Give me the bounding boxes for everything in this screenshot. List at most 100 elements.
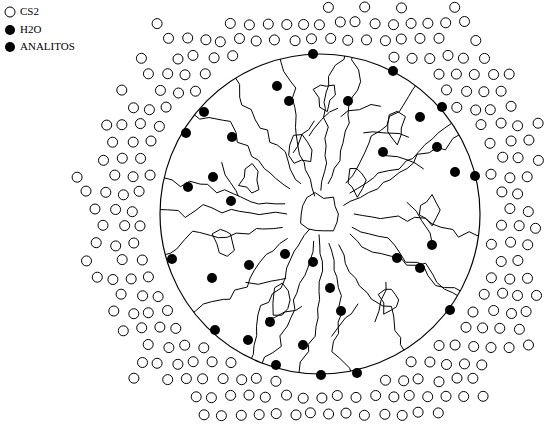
solvent-molecule bbox=[496, 86, 506, 96]
solvent-molecule bbox=[164, 33, 174, 43]
solvent-molecule bbox=[134, 186, 144, 196]
solvent-molecule bbox=[164, 343, 174, 353]
solvent-molecule bbox=[111, 205, 121, 215]
solvent-molecule bbox=[498, 152, 508, 162]
solvent-molecule bbox=[181, 374, 191, 384]
solvent-molecule bbox=[118, 190, 128, 200]
solvent-molecule bbox=[343, 35, 353, 45]
solvent-molecule bbox=[188, 357, 198, 367]
solvent-molecule bbox=[423, 18, 433, 28]
solvent-molecule bbox=[152, 358, 162, 368]
solvent-molecule bbox=[468, 307, 478, 317]
solvent-molecule bbox=[226, 390, 236, 400]
pore-wall bbox=[262, 241, 314, 363]
solvent-molecule bbox=[90, 204, 100, 214]
solvent-molecule bbox=[533, 155, 543, 165]
solvent-molecule bbox=[314, 20, 324, 30]
water-analyte-dot bbox=[378, 147, 388, 157]
legend-symbol-filled bbox=[5, 25, 15, 35]
solvent-molecule bbox=[209, 53, 219, 63]
pore-wall bbox=[299, 234, 323, 372]
solvent-molecule bbox=[513, 189, 523, 199]
water-analyte-dot bbox=[272, 81, 282, 91]
pore-branch bbox=[332, 304, 359, 337]
pore-cavity bbox=[301, 193, 339, 231]
solvent-molecule bbox=[152, 19, 162, 29]
solvent-molecule bbox=[489, 306, 499, 316]
solvent-molecule bbox=[163, 306, 173, 316]
solvent-molecule bbox=[442, 85, 452, 95]
solvent-molecule bbox=[126, 274, 136, 284]
solvent-molecule bbox=[271, 409, 281, 419]
solvent-molecule bbox=[505, 204, 515, 214]
pore-wall bbox=[251, 229, 309, 359]
water-analyte-dot bbox=[388, 66, 398, 76]
solvent-molecule bbox=[200, 69, 210, 79]
solvent-molecule bbox=[506, 136, 516, 146]
solvent-molecule bbox=[191, 392, 201, 402]
solvent-molecule bbox=[161, 102, 171, 112]
solvent-molecule bbox=[226, 358, 236, 368]
solvent-molecule bbox=[218, 374, 228, 384]
solvent-molecule bbox=[117, 153, 127, 163]
solvent-molecule bbox=[120, 221, 130, 231]
solvent-molecule bbox=[469, 70, 479, 80]
solvent-molecule bbox=[191, 86, 201, 96]
solvent-molecule bbox=[82, 256, 92, 266]
solvent-molecule bbox=[480, 53, 490, 63]
solvent-molecule bbox=[108, 275, 118, 285]
solvent-molecule bbox=[128, 137, 138, 147]
solvent-molecule bbox=[332, 391, 342, 401]
solvent-molecule bbox=[225, 18, 235, 28]
solvent-molecule bbox=[254, 410, 264, 420]
pore-wall bbox=[352, 227, 461, 291]
water-analyte-dot bbox=[343, 96, 353, 106]
solvent-molecule bbox=[507, 309, 517, 319]
solvent-molecule bbox=[171, 323, 181, 333]
solvent-molecule bbox=[459, 392, 469, 402]
solvent-molecule bbox=[477, 360, 487, 370]
solvent-molecule bbox=[324, 409, 334, 419]
solvent-molecule bbox=[389, 52, 399, 62]
solvent-molecule bbox=[381, 375, 391, 385]
solvent-molecule bbox=[269, 35, 279, 45]
water-analyte-dot bbox=[470, 171, 480, 181]
solvent-molecule bbox=[199, 343, 209, 353]
solvent-molecule bbox=[451, 69, 461, 79]
solvent-molecule bbox=[137, 255, 147, 265]
solvent-molecule bbox=[397, 410, 407, 420]
solvent-molecule bbox=[359, 410, 369, 420]
pore-blob bbox=[313, 85, 335, 112]
solvent-molecule bbox=[533, 118, 543, 128]
solvent-molecules bbox=[72, 2, 543, 421]
solvent-molecule bbox=[282, 20, 292, 30]
pore-blob bbox=[273, 283, 290, 315]
solvent-molecule bbox=[434, 377, 444, 387]
water-analyte-dot bbox=[243, 335, 253, 345]
pore-wall bbox=[354, 214, 479, 237]
solvent-molecule bbox=[102, 120, 112, 130]
solvent-molecule bbox=[523, 240, 533, 250]
legend-label: CS2 bbox=[19, 5, 40, 18]
solvent-molecule bbox=[129, 103, 139, 113]
solvent-molecule bbox=[72, 172, 82, 182]
solvent-molecule bbox=[251, 373, 261, 383]
solvent-molecule bbox=[460, 359, 470, 369]
solvent-molecule bbox=[110, 170, 120, 180]
solvent-molecule bbox=[206, 393, 216, 403]
solvent-molecule bbox=[523, 273, 533, 283]
solvent-molecule bbox=[441, 391, 451, 401]
water-analyte-dot bbox=[336, 306, 346, 316]
solvent-molecule bbox=[129, 238, 139, 248]
solvent-molecule bbox=[513, 291, 523, 301]
solvent-molecule bbox=[505, 274, 515, 284]
water-analyte-dot bbox=[415, 112, 425, 122]
solvent-molecule bbox=[282, 390, 292, 400]
solvent-molecule bbox=[216, 411, 226, 421]
solvent-molecule bbox=[137, 323, 147, 333]
solvent-molecule bbox=[524, 340, 534, 350]
water-analyte-dot bbox=[392, 253, 402, 263]
solvent-molecule bbox=[290, 36, 300, 46]
solvent-molecule bbox=[341, 408, 351, 418]
solvent-molecule bbox=[146, 136, 156, 146]
